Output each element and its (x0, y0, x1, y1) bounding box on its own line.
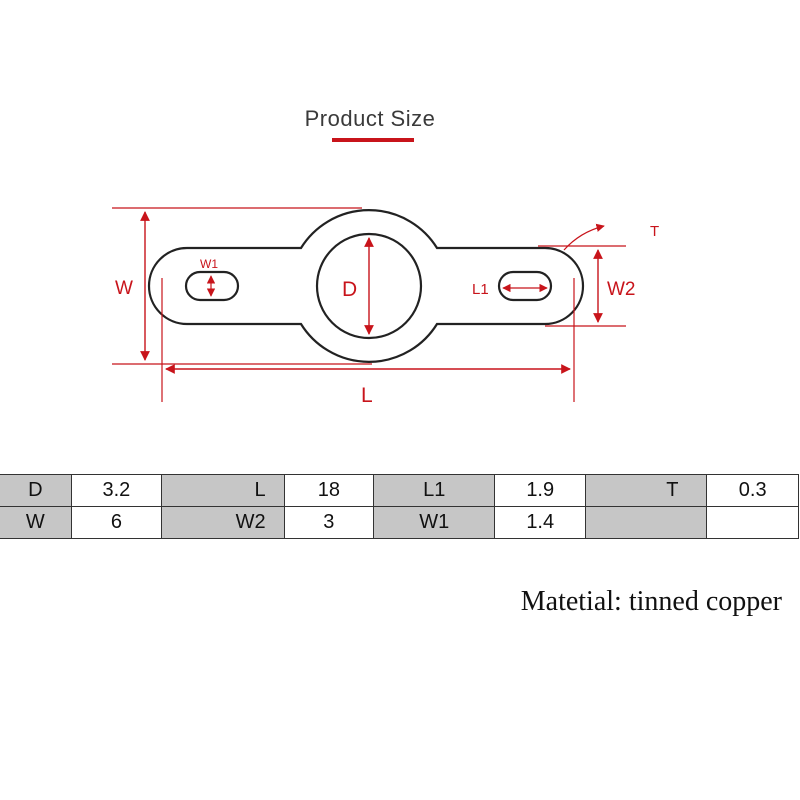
page-title: Product Size (304, 106, 436, 131)
right-slot (497, 270, 553, 302)
spec-label-w2: W2 (161, 506, 285, 539)
spec-label-d: D (0, 474, 72, 507)
product-diagram: W D L W1 L1 W2 T (112, 207, 659, 407)
left-slot (184, 270, 240, 302)
label-w: W (115, 278, 133, 299)
label-w2: W2 (607, 279, 636, 300)
label-w1: W1 (200, 257, 218, 271)
spec-row: D 3.2 L 18 L1 1.9 T 0.3 (0, 474, 799, 507)
title-underline (332, 138, 414, 142)
spec-value-w1: 1.4 (494, 506, 586, 539)
spec-label-empty (584, 506, 708, 539)
spec-row: W 6 W2 3 W1 1.4 (0, 506, 799, 539)
part-outline (147, 209, 585, 363)
label-t: T (650, 223, 659, 240)
t-leader (563, 223, 605, 251)
spec-value-t: 0.3 (706, 474, 799, 507)
spec-label-t: T (584, 474, 708, 507)
spec-value-l1: 1.9 (494, 474, 586, 507)
spec-label-w: W (0, 506, 72, 539)
center-hole (315, 232, 423, 340)
spec-label-l: L (161, 474, 285, 507)
spec-value-empty (706, 506, 799, 539)
spec-label-w1: W1 (373, 506, 496, 539)
label-d: D (342, 278, 357, 301)
spec-label-l1: L1 (373, 474, 496, 507)
spec-value-w: 6 (70, 506, 163, 539)
label-l: L (361, 384, 373, 407)
spec-value-w2: 3 (283, 506, 375, 539)
label-l1: L1 (472, 281, 489, 298)
spec-value-d: 3.2 (70, 474, 163, 507)
spec-table: D 3.2 L 18 L1 1.9 T 0.3 W 6 W2 3 W1 1.4 (0, 474, 799, 539)
material-note: Matetial: tinned copper (520, 586, 782, 617)
spec-value-l: 18 (283, 474, 375, 507)
